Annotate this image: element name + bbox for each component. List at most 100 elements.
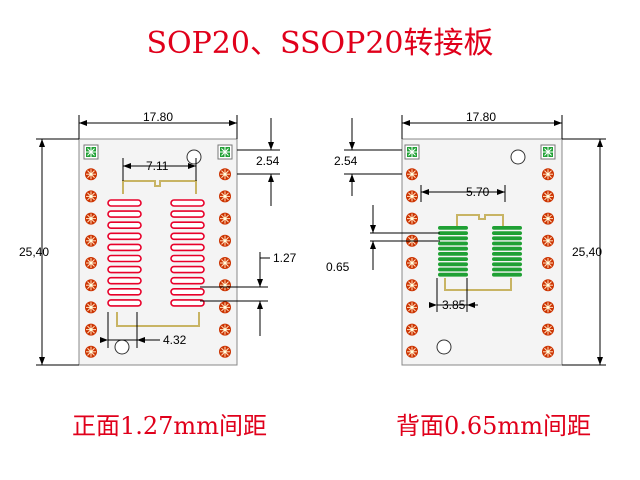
right-dimension-lines	[344, 115, 606, 366]
diagram-title: SOP20、SSOP20转接板	[146, 26, 494, 61]
header-pin-left-10	[85, 345, 97, 358]
left-dim-pad-width: 4.32	[163, 333, 187, 347]
left-dimension-arrows	[39, 120, 274, 365]
header-pin-right-7	[219, 279, 231, 292]
left-dim-row-pitch: 2.54	[256, 154, 280, 168]
right-silk-bottom	[444, 278, 512, 291]
ssop-pad-right-5	[492, 246, 522, 251]
left-board	[78, 138, 238, 366]
sop-pad-right-8	[170, 276, 205, 285]
sop-pad-right-7	[170, 265, 205, 274]
right-dim-width: 17.80	[466, 110, 496, 124]
left-header-pins	[83, 144, 233, 358]
ssop-pad-left-10	[438, 272, 468, 277]
ssop-pad-right-10	[492, 272, 522, 277]
header-pin-right-2	[542, 168, 554, 181]
sop-pad-right-10	[170, 299, 205, 307]
header-pin-left-8	[85, 301, 97, 314]
header-pin-left-7	[406, 279, 418, 292]
right-mount-hole-bottom	[436, 339, 452, 355]
header-pin-right-2	[219, 168, 231, 181]
sop-pad-left-8	[107, 276, 142, 285]
right-dim-pad-width: 3.85	[442, 298, 466, 312]
header-pin-right-4	[219, 212, 231, 225]
ssop-pad-left-5	[438, 246, 468, 251]
header-pin-left-6	[406, 257, 418, 269]
header-pin-right-3	[542, 190, 554, 203]
header-pin-right-3	[219, 190, 231, 203]
sop-pad-right-2	[170, 210, 205, 218]
right-dim-pad-pitch: 0.65	[326, 260, 350, 274]
ssop-pad-left-7	[438, 257, 468, 261]
header-pin-left-1	[83, 144, 99, 160]
header-pin-right-1	[217, 144, 233, 160]
left-silk-bottom	[116, 312, 200, 327]
ssop-pad-right-9	[492, 267, 522, 272]
right-silk-top	[456, 214, 504, 226]
sop-pad-left-7	[107, 265, 142, 274]
ssop-pad-left-6	[438, 252, 468, 256]
left-mount-hole-bottom	[114, 339, 130, 355]
right-mount-hole-top	[510, 149, 526, 165]
header-pin-left-7	[85, 279, 97, 292]
left-dim-pad-pitch: 1.27	[273, 251, 297, 265]
sop-pad-left-10	[107, 299, 142, 307]
header-pin-left-10	[406, 345, 418, 358]
sop-pad-left-1	[107, 199, 142, 207]
left-board-outline	[78, 138, 238, 366]
sop-pad-left-3	[107, 221, 142, 229]
sop-pad-left-9	[107, 287, 142, 296]
header-pin-left-4	[406, 212, 418, 225]
header-pin-right-10	[542, 345, 554, 358]
header-pin-right-9	[219, 323, 231, 336]
ssop-pad-left-8	[438, 262, 468, 267]
left-sop-pads	[107, 199, 205, 307]
ssop-pad-right-3	[492, 236, 522, 241]
sop-pad-right-5	[170, 243, 205, 252]
right-header-pins	[404, 144, 556, 358]
sop-pad-right-1	[170, 199, 205, 207]
ssop-pad-right-4	[492, 241, 522, 246]
header-pin-right-4	[542, 212, 554, 225]
header-pin-left-4	[85, 212, 97, 225]
header-pin-right-7	[542, 279, 554, 292]
header-pin-right-10	[219, 345, 231, 358]
header-pin-left-8	[406, 301, 418, 314]
header-pin-left-9	[406, 323, 418, 336]
header-pin-right-6	[542, 257, 554, 269]
right-board-outline	[401, 138, 563, 366]
left-dim-width: 17.80	[143, 110, 173, 124]
sop-pad-right-3	[170, 221, 205, 229]
header-pin-right-5	[542, 234, 554, 247]
header-pin-left-2	[85, 168, 97, 181]
sop-pad-right-9	[170, 287, 205, 296]
header-pin-right-8	[542, 301, 554, 314]
right-ssop-pads	[438, 226, 522, 277]
ssop-pad-right-2	[492, 231, 522, 235]
ssop-pad-left-3	[438, 236, 468, 241]
ssop-pad-left-2	[438, 231, 468, 235]
header-pin-right-8	[219, 301, 231, 314]
ssop-pad-right-6	[492, 252, 522, 256]
header-pin-left-9	[85, 323, 97, 336]
header-pin-left-5	[85, 234, 97, 247]
ssop-pad-right-1	[492, 226, 522, 230]
right-dimension-arrows	[349, 120, 603, 365]
header-pin-left-6	[85, 257, 97, 269]
left-dim-height: 25,40	[19, 245, 49, 259]
left-dim-pad-span: 7.11	[146, 159, 169, 173]
right-caption: 背面0.65mm间距	[396, 412, 591, 440]
left-caption: 正面1.27mm间距	[72, 412, 267, 440]
header-pin-left-1	[404, 144, 420, 160]
left-mount-hole-top	[186, 149, 202, 165]
header-pin-right-1	[540, 144, 556, 160]
sop-pad-left-6	[107, 254, 142, 263]
ssop-pad-left-1	[438, 226, 468, 230]
right-dim-height: 25,40	[572, 245, 602, 259]
sop-pad-left-2	[107, 210, 142, 218]
right-board	[401, 138, 563, 366]
header-pin-left-3	[85, 190, 97, 203]
header-pin-left-3	[406, 190, 418, 203]
sop-pad-left-4	[107, 232, 142, 241]
